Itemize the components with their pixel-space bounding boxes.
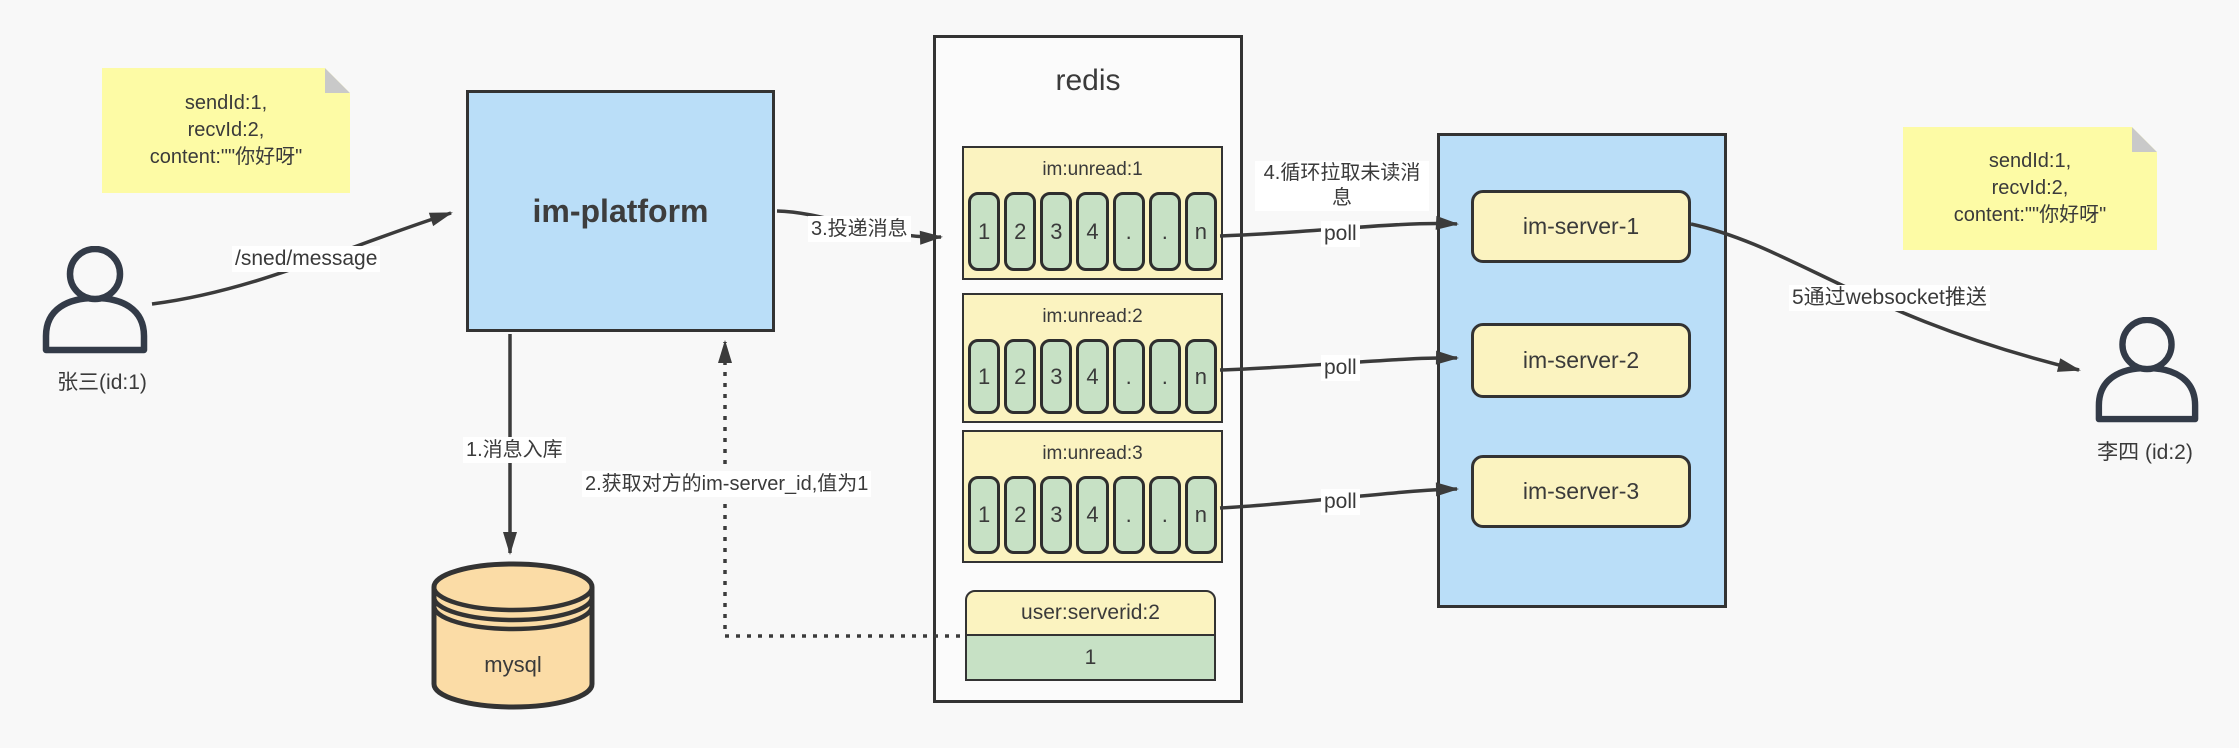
label-step3: 3.投递消息 xyxy=(808,216,911,242)
queue-name: im:unread:3 xyxy=(1042,443,1143,464)
queue-cell: . xyxy=(1112,192,1145,271)
queue-unread-1: im:unread:1 1 2 3 4 . . n xyxy=(962,146,1223,280)
user-icon xyxy=(2095,317,2199,423)
queue-cell: 4 xyxy=(1076,339,1109,414)
queue-unread-2: im:unread:2 1 2 3 4 . . n xyxy=(962,293,1223,423)
queue-name: im:unread:1 xyxy=(1042,159,1143,180)
im-server-2-box: im-server-2 xyxy=(1471,323,1691,398)
sticky-note-right: sendId:1, recvId:2, content:""你好呀" xyxy=(1903,127,2157,250)
im-platform-box: im-platform xyxy=(466,90,775,332)
queue-cell: 1 xyxy=(968,476,1001,554)
sender-label: 张三(id:1) xyxy=(57,371,147,394)
queue-cells: 1 2 3 4 . . n xyxy=(968,339,1217,414)
note-line: sendId:1, xyxy=(1988,150,2072,172)
queue-cell: . xyxy=(1148,192,1181,271)
queue-cell: . xyxy=(1112,476,1145,554)
queue-cells: 1 2 3 4 . . n xyxy=(968,476,1217,554)
redis-container: redis im:unread:1 1 2 3 4 . . n im:unrea… xyxy=(933,35,1243,703)
im-server-1-box: im-server-1 xyxy=(1471,190,1691,263)
note-line: content:""你好呀" xyxy=(1953,204,2107,226)
mysql-label: mysql xyxy=(484,652,542,677)
label-step1: 1.消息入库 xyxy=(463,437,566,463)
im-server-3-box: im-server-3 xyxy=(1471,455,1691,528)
queue-cell: 3 xyxy=(1040,476,1073,554)
user-serverid-box: user:serverid:2 1 xyxy=(965,590,1216,681)
kv-key: user:serverid:2 xyxy=(965,590,1216,636)
note-line: recvId:2, xyxy=(1991,177,2069,199)
queue-cell: n xyxy=(1184,339,1217,414)
receiver-label: 李四 (id:2) xyxy=(2097,441,2193,464)
label-step4: 4.循环拉取未读消息 xyxy=(1255,161,1429,211)
sticky-note-left: sendId:1, recvId:2, content:""你好呀" xyxy=(102,68,350,193)
label-poll-1: poll xyxy=(1321,221,1360,247)
queue-cell: 3 xyxy=(1040,192,1073,271)
user-icon xyxy=(42,246,148,354)
queue-cell: 3 xyxy=(1040,339,1073,414)
queue-cell: 2 xyxy=(1004,339,1037,414)
label-step2: 2.获取对方的im-server_id,值为1 xyxy=(582,471,872,497)
queue-cell: 2 xyxy=(1004,476,1037,554)
queue-cell: 2 xyxy=(1004,192,1037,271)
queue-cell: 4 xyxy=(1076,476,1109,554)
im-server-group: im-server-1 im-server-2 im-server-3 xyxy=(1437,133,1727,608)
note-fold-corner xyxy=(2132,127,2157,152)
queue-name: im:unread:2 xyxy=(1042,306,1143,327)
im-platform-label: im-platform xyxy=(532,192,709,229)
queue-cell: . xyxy=(1112,339,1145,414)
note-line: recvId:2, xyxy=(187,119,265,141)
queue-cell: . xyxy=(1148,339,1181,414)
queue-cells: 1 2 3 4 . . n xyxy=(968,192,1217,271)
kv-value: 1 xyxy=(965,636,1216,681)
queue-cell: n xyxy=(1184,192,1217,271)
note-line: content:""你好呀" xyxy=(149,146,303,168)
queue-cell: n xyxy=(1184,476,1217,554)
note-line: sendId:1, xyxy=(184,92,268,114)
queue-cell: 4 xyxy=(1076,192,1109,271)
queue-cell: 1 xyxy=(968,339,1001,414)
label-step5: 5通过websocket推送 xyxy=(1789,285,1990,311)
database-icon xyxy=(431,561,595,710)
label-send-message: /sned/message xyxy=(232,246,381,272)
queue-unread-3: im:unread:3 1 2 3 4 . . n xyxy=(962,430,1223,563)
note-fold-corner xyxy=(325,68,350,93)
label-poll-3: poll xyxy=(1321,489,1360,515)
label-poll-2: poll xyxy=(1321,355,1360,381)
queue-cell: . xyxy=(1148,476,1181,554)
queue-cell: 1 xyxy=(968,192,1001,271)
redis-title: redis xyxy=(1055,64,1121,97)
